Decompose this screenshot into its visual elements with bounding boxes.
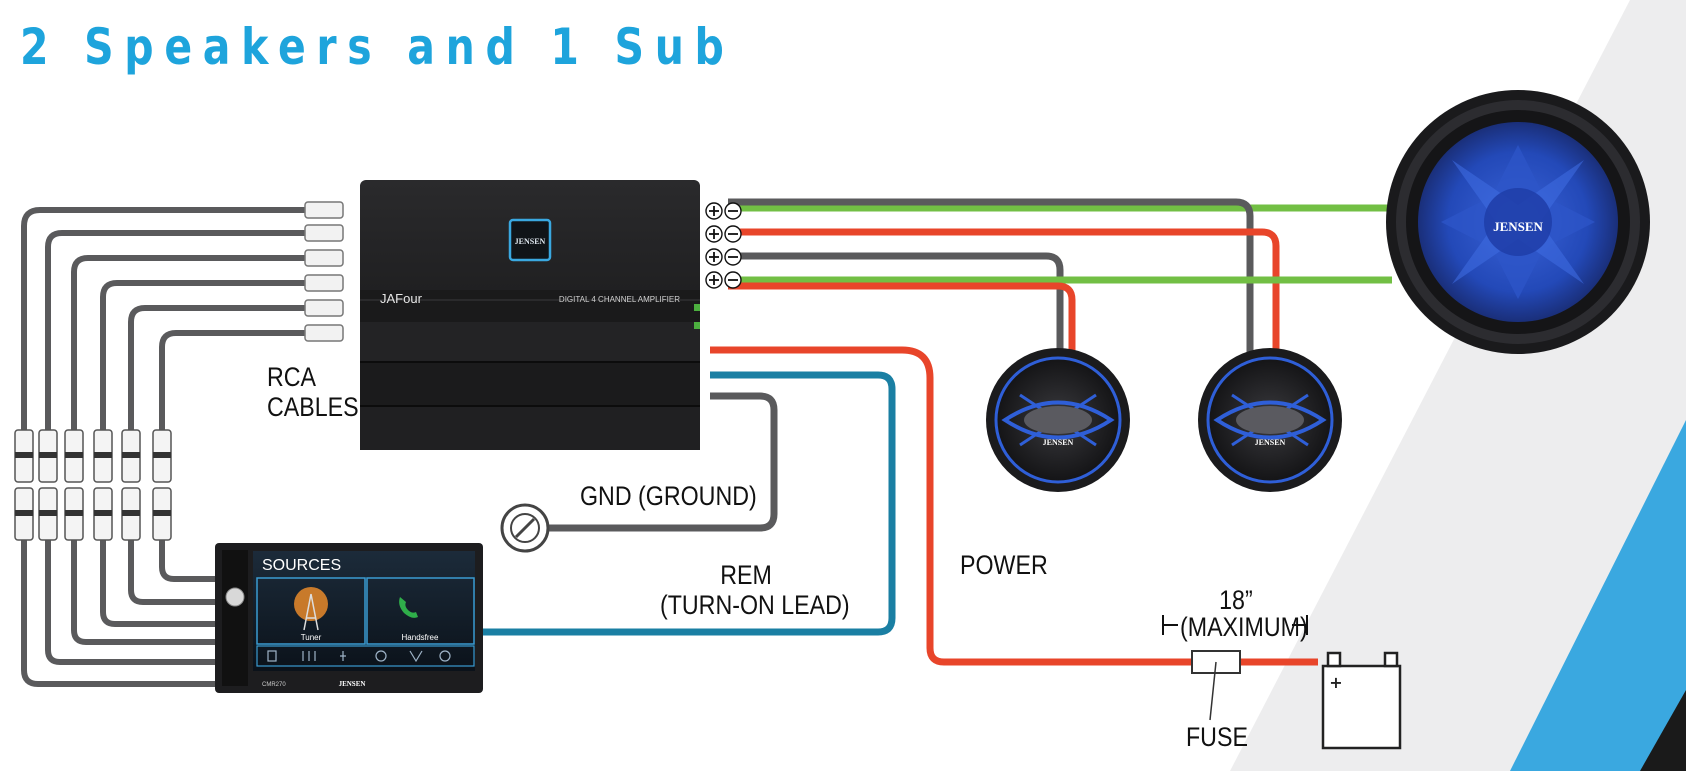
page-title: 2 Speakers and 1 Sub: [20, 18, 735, 76]
speaker-2: JENSEN: [1198, 348, 1342, 492]
remote-label: REM (TURN-ON LEAD): [660, 560, 850, 620]
wire-speaker1-positive: [728, 282, 1076, 355]
battery-positive-terminal: +: [1329, 673, 1342, 692]
fuse-distance-bracket: [1162, 615, 1308, 635]
speaker-wires: [482, 198, 1392, 666]
wire-speaker1-negative: [728, 252, 1064, 355]
power-label: POWER: [960, 550, 1048, 580]
rca-label-line1: RCA: [267, 362, 317, 392]
ground-label: GND (GROUND): [580, 481, 757, 511]
amp-description: DIGITAL 4 CHANNEL AMPLIFIER: [559, 295, 680, 304]
background-accent-stripe: [1510, 420, 1686, 771]
background-dark-stripe: [1640, 690, 1686, 771]
handsfree-tile-label: Handsfree: [402, 633, 439, 642]
phone-icon: [399, 597, 418, 618]
head-unit: SOURCES Tuner Handsfree CMR270 JENSEN: [215, 543, 483, 693]
rca-label-line2: CABLES: [267, 392, 359, 422]
head-unit-brand: JENSEN: [339, 680, 366, 688]
amp-speaker-terminals: [705, 202, 742, 289]
head-unit-screen-title: SOURCES: [262, 557, 341, 574]
ground-terminal: [500, 503, 550, 553]
rca-cables-label: RCA CABLES: [267, 362, 359, 422]
rca-connectors: [14, 429, 172, 541]
amp-logo-badge: [508, 218, 552, 262]
rca-plugs-amp: [304, 201, 344, 342]
fuse-distance-note: (MAXIMUM): [1180, 612, 1308, 642]
subwoofer: JENSEN: [1386, 90, 1650, 354]
head-unit-model: CMR270: [262, 682, 286, 688]
battery: +: [1321, 651, 1402, 750]
tuner-tile-label: Tuner: [301, 633, 322, 642]
remote-label-line2: (TURN-ON LEAD): [660, 590, 850, 620]
fuse-distance-label: 18”: [1219, 585, 1253, 615]
wire-remote: [482, 371, 896, 636]
amp-brand: JENSEN: [515, 237, 546, 246]
wire-ground: [545, 392, 778, 532]
amp-green-leds: [694, 304, 700, 329]
volume-knob: [225, 587, 245, 607]
wire-power: [710, 346, 1318, 666]
wire-speaker2-negative: [728, 198, 1254, 355]
amp-model: JAFour: [380, 291, 423, 306]
amplifier: JENSEN JAFour DIGITAL 4 CHANNEL AMPLIFIE…: [360, 180, 700, 450]
remote-label-line1: REM: [720, 560, 772, 590]
subwoofer-brand: JENSEN: [1493, 219, 1543, 234]
head-unit-shortcut-icons: [267, 650, 451, 663]
speaker-1: JENSEN: [986, 348, 1130, 492]
speaker-2-brand: JENSEN: [1255, 438, 1286, 447]
fuse: [1191, 650, 1241, 721]
rca-connector-bands: [15, 452, 171, 516]
speaker-1-brand: JENSEN: [1043, 438, 1074, 447]
rca-cables: [21, 207, 305, 687]
wire-speaker2-positive: [728, 228, 1280, 355]
fuse-label: FUSE: [1186, 722, 1248, 752]
tuner-icon: [294, 587, 328, 621]
